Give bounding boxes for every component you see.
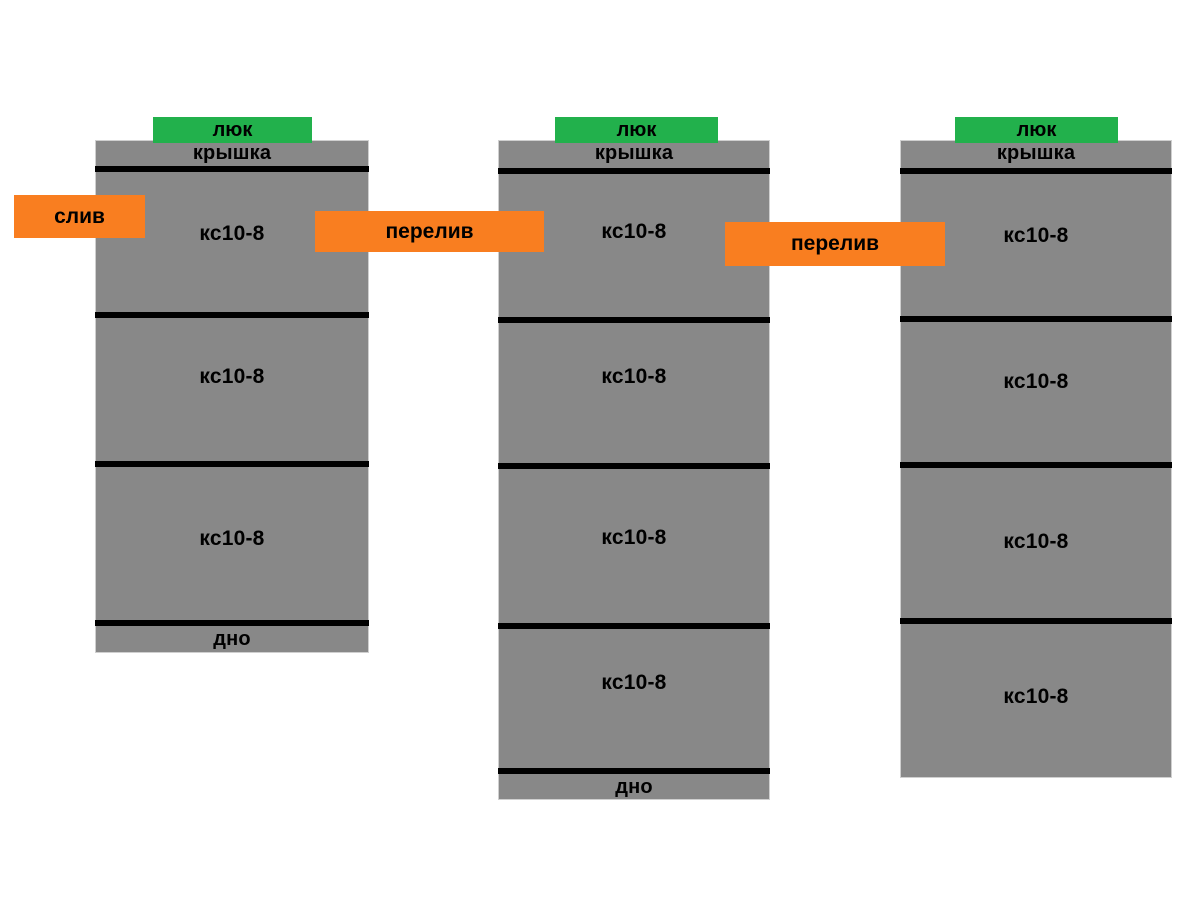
well-3-ring-4-label: кс10-8	[1003, 685, 1069, 708]
well-1-seam-2	[95, 461, 369, 467]
well-1-ring-2-label: кс10-8	[199, 365, 265, 388]
well-1-seam-1	[95, 312, 369, 318]
well-1-seam-bottom	[95, 620, 369, 626]
well-2-seam-bottom	[498, 768, 770, 774]
well-2-seam-2	[498, 463, 770, 469]
well-3-ring-2-label: кс10-8	[1003, 370, 1069, 393]
well-2-hatch-label: люк	[555, 117, 718, 143]
overflow-pipe-2-label: перелив	[725, 222, 945, 266]
overflow-pipe-1-label: перелив	[315, 211, 544, 252]
well-2-ring-1-label: кс10-8	[601, 220, 667, 243]
well-3-seam-2	[900, 462, 1172, 468]
well-1-hatch-label: люк	[153, 117, 312, 143]
well-2-ring-4-label: кс10-8	[601, 671, 667, 694]
well-1-seam-cover	[95, 166, 369, 172]
well-3-ring-3-label: кс10-8	[1003, 530, 1069, 553]
well-1-ring-3-label: кс10-8	[199, 527, 265, 550]
well-2-bottom-label: дно	[615, 776, 653, 798]
well-2-seam-3	[498, 623, 770, 629]
well-1-cover-label: крышка	[192, 142, 272, 164]
well-3-seam-cover	[900, 168, 1172, 174]
well-3-seam-1	[900, 316, 1172, 322]
well-2-ring-2-label: кс10-8	[601, 365, 667, 388]
well-3-ring-1-label: кс10-8	[1003, 224, 1069, 247]
well-2-seam-cover	[498, 168, 770, 174]
drain-pipe-label: слив	[14, 195, 145, 238]
well-3-hatch-label: люк	[955, 117, 1118, 143]
well-3-seam-3	[900, 618, 1172, 624]
well-3-cover-label: крышка	[996, 142, 1076, 164]
well-1-bottom-label: дно	[213, 628, 251, 650]
well-3-body	[900, 140, 1172, 778]
well-2-ring-3-label: кс10-8	[601, 526, 667, 549]
well-2-seam-1	[498, 317, 770, 323]
well-1-ring-1-label: кс10-8	[199, 222, 265, 245]
well-2-cover-label: крышка	[594, 142, 674, 164]
